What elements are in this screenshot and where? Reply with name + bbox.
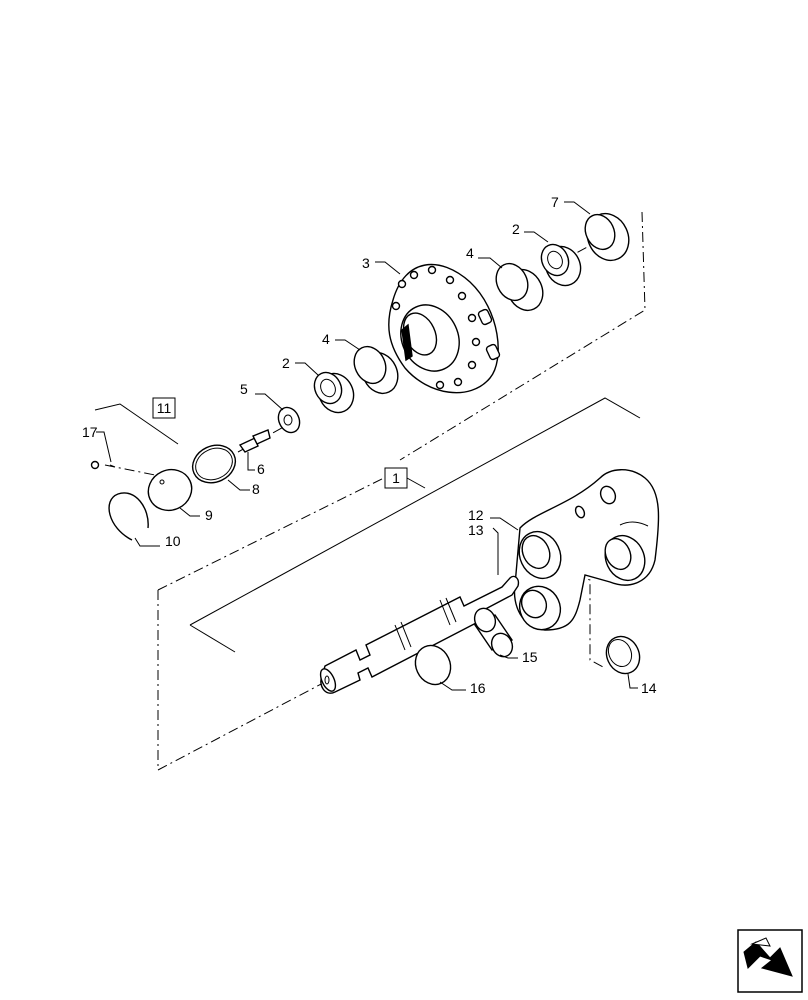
part-2-bearing-upper: 2 (512, 221, 582, 287)
callout-12: 12 (468, 507, 484, 523)
callout-2-upper: 2 (512, 221, 520, 237)
callout-8: 8 (252, 481, 260, 497)
part-14-seal-ring: 14 (605, 635, 657, 696)
part-12-knuckle: 12 (468, 469, 660, 631)
callout-5: 5 (240, 381, 248, 397)
callout-17: 17 (82, 424, 98, 440)
part-3-wheel-hub: 3 (362, 255, 501, 394)
part-9-cover: 9 (147, 468, 213, 523)
part-13-shaft: 13 (319, 522, 520, 694)
callout-7: 7 (551, 194, 559, 210)
part-4-cup-lower: 4 (322, 331, 399, 395)
callout-11: 11 (157, 400, 172, 416)
callout-3: 3 (362, 255, 370, 271)
part-2-bearing-lower: 2 (282, 355, 355, 414)
callout-1: 1 (392, 470, 400, 486)
page-navigation-arrow-icon[interactable] (737, 929, 803, 993)
part-8-o-ring: 8 (191, 444, 260, 497)
part-4-cup-upper: 4 (466, 245, 544, 312)
callout-2-lower: 2 (282, 355, 290, 371)
callout-4-lower: 4 (322, 331, 330, 347)
callout-10: 10 (165, 533, 181, 549)
callout-16: 16 (470, 680, 486, 696)
part-6-bolt: 6 (238, 429, 271, 477)
callout-4-upper: 4 (466, 245, 474, 261)
part-17-nut: 17 (82, 424, 116, 470)
part-5-washer: 5 (240, 381, 301, 434)
part-16-plug: 16 (414, 644, 486, 696)
callout-15: 15 (522, 649, 538, 665)
callout-6: 6 (257, 461, 265, 477)
part-15-bushing: 15 (473, 607, 538, 665)
group-bracket-1: 1 (189, 397, 641, 653)
part-7-seal: 7 (551, 194, 630, 262)
callout-14: 14 (641, 680, 657, 696)
callout-9: 9 (205, 507, 213, 523)
group-bracket-11: 11 (94, 397, 179, 445)
callout-13: 13 (468, 522, 484, 538)
part-10-snap-ring: 10 (108, 492, 181, 549)
